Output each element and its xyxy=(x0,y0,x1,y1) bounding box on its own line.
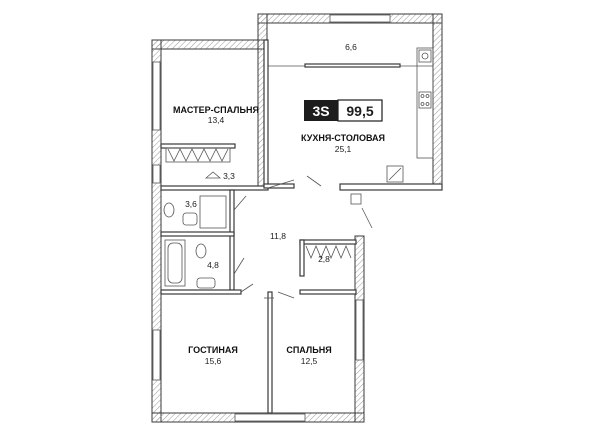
living-room-area: 15,6 xyxy=(205,356,222,366)
badge-type: 3S xyxy=(312,103,329,119)
bedroom-name: СПАЛЬНЯ xyxy=(286,345,331,355)
bedroom-area: 12,5 xyxy=(301,356,318,366)
badge-total-area: 99,5 xyxy=(346,103,373,119)
badge-type-box xyxy=(304,100,338,121)
master-bedroom-name: МАСТЕР-СПАЛЬНЯ xyxy=(173,105,259,115)
wardrobe-area: 3,3 xyxy=(223,171,235,181)
bathroom-1-area: 3,6 xyxy=(185,199,197,209)
closet-area: 2,8 xyxy=(318,254,330,264)
balcony-area: 6,6 xyxy=(345,42,357,52)
windows xyxy=(152,14,391,422)
living-room-name: ГОСТИНАЯ xyxy=(188,345,238,355)
apartment-badge: 3S 99,5 xyxy=(304,99,383,122)
fixtures xyxy=(163,47,434,289)
kitchen-name: КУХНЯ-СТОЛОВАЯ xyxy=(301,133,385,143)
doors xyxy=(233,175,373,299)
interior-walls xyxy=(160,39,433,414)
outer-walls xyxy=(151,13,443,423)
badge-area-box xyxy=(337,99,383,122)
room-labels: 6,6 МАСТЕР-СПАЛЬНЯ 13,4 КУХНЯ-СТОЛОВАЯ 2… xyxy=(173,42,385,366)
master-bedroom-area: 13,4 xyxy=(208,115,225,125)
kitchen-area: 25,1 xyxy=(335,144,352,154)
bathroom-2-area: 4,8 xyxy=(207,260,219,270)
hall-area: 11,8 xyxy=(270,231,286,241)
